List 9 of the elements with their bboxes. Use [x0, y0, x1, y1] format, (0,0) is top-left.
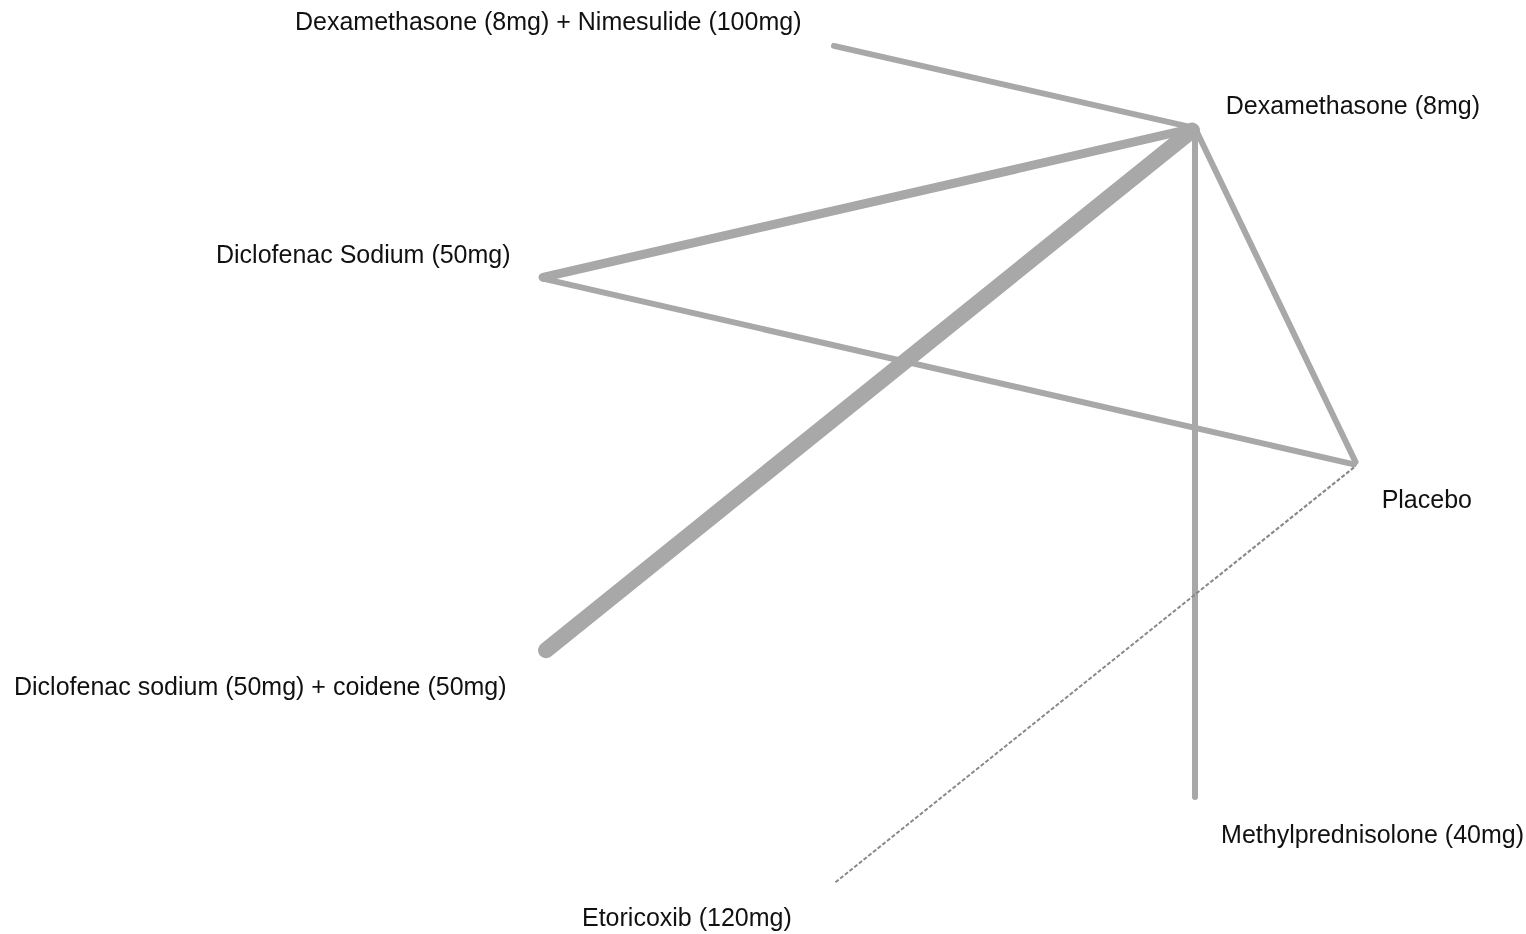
treatment-label: Methylprednisolone (40mg)	[1221, 821, 1524, 847]
network-edge	[834, 466, 1355, 884]
treatment-label: Etoricoxib (120mg)	[582, 904, 792, 930]
treatment-label: Placebo	[1381, 486, 1472, 512]
treatment-label: Diclofenac Sodium (50mg)	[216, 241, 511, 267]
treatment-label: Dexamethasone (8mg) + Nimesulide (100mg)	[295, 8, 802, 34]
network-edge	[538, 122, 1200, 659]
treatment-label: Dexamethasone (8mg)	[1225, 92, 1480, 118]
treatment-label: Diclofenac sodium (50mg) + coidene (50mg)	[14, 673, 507, 699]
